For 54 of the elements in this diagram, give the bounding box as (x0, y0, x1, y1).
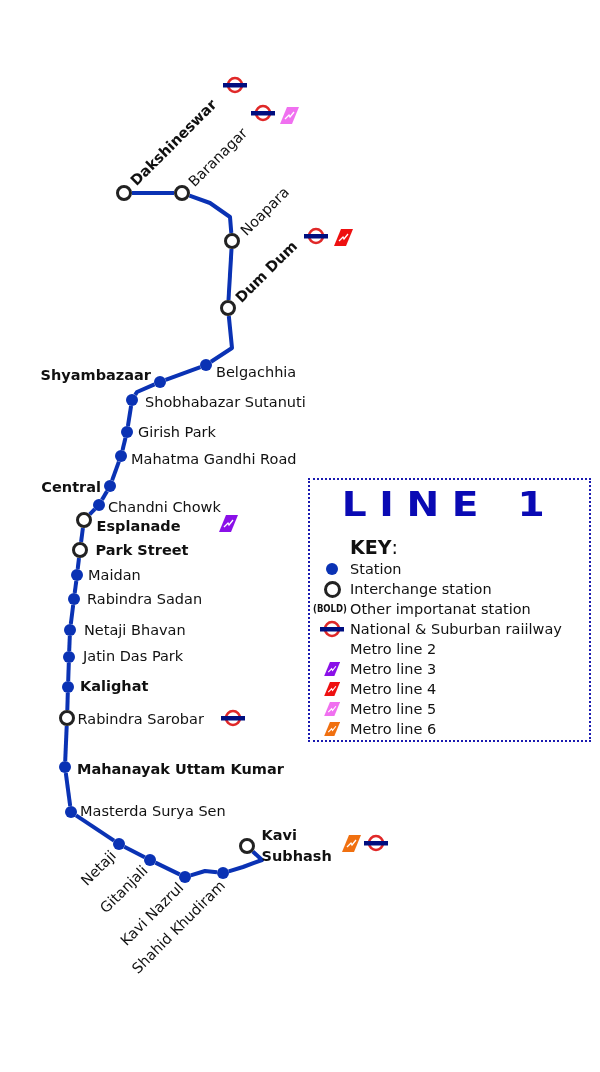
station-name: Netaji Bhavan (84, 621, 186, 639)
track-line (63, 772, 73, 807)
track-line (125, 405, 134, 427)
track-line (123, 845, 146, 859)
track-line (190, 869, 218, 878)
legend-text: Metro line 2 (350, 640, 437, 658)
track-line (164, 365, 202, 382)
track-line (66, 662, 71, 682)
station-name: Girish Park (138, 423, 216, 441)
legend-text: Metro line 5 (350, 700, 437, 718)
legend-text: Metro line 4 (350, 680, 437, 698)
track-line (68, 604, 76, 625)
station-name: Belgachhia (216, 363, 297, 381)
station-name: Mahanayak Uttam Kumar (77, 760, 284, 778)
track-line (110, 460, 121, 482)
station-name: Mahatma Gandhi Road (131, 450, 297, 468)
track-line (65, 692, 70, 711)
track-line (67, 635, 72, 652)
track-line (226, 248, 234, 301)
station-name: Esplanade (96, 516, 181, 535)
legend-text: Other importanat station (350, 600, 531, 618)
track-line (75, 557, 81, 570)
legend-text: National & Suburban raiilway (350, 620, 562, 638)
track-line (228, 850, 264, 874)
station-name: Shobhabazar Sutanuti (145, 393, 306, 411)
track-line (209, 315, 234, 364)
station-name: Kavi Subhash (261, 825, 333, 866)
legend-text: Interchange station (350, 580, 492, 598)
station-name: Maidan (88, 566, 141, 584)
track-line (120, 437, 128, 451)
track-line (132, 191, 174, 195)
station-name: Masterda Surya Sen (80, 802, 226, 820)
bold-note: (BOLD) (313, 602, 347, 616)
station-name: Jatin Das Park (83, 647, 184, 665)
track-line (79, 527, 85, 543)
key-heading: KEY: (350, 536, 398, 558)
station-name: Rabindra Sarobar (77, 709, 204, 728)
station-name: Central (41, 478, 101, 496)
track-line (133, 382, 156, 396)
legend-text: Metro line 6 (350, 720, 437, 738)
map-title: LINE 1 (340, 484, 559, 524)
station-name: Park Street (95, 540, 189, 559)
track-line (188, 193, 234, 234)
track-line (72, 580, 79, 594)
station-name: Shyambazaar (40, 366, 151, 384)
station-name: Kalighat (80, 677, 149, 695)
station-name: Chandni Chowk (108, 498, 221, 516)
legend-text: Station (350, 560, 402, 578)
station-name: Rabindra Sadan (87, 590, 203, 608)
track-line (154, 860, 181, 877)
track-line (74, 813, 116, 843)
track-line (63, 725, 69, 762)
track-line (100, 490, 109, 501)
legend-text: Metro line 3 (350, 660, 437, 678)
